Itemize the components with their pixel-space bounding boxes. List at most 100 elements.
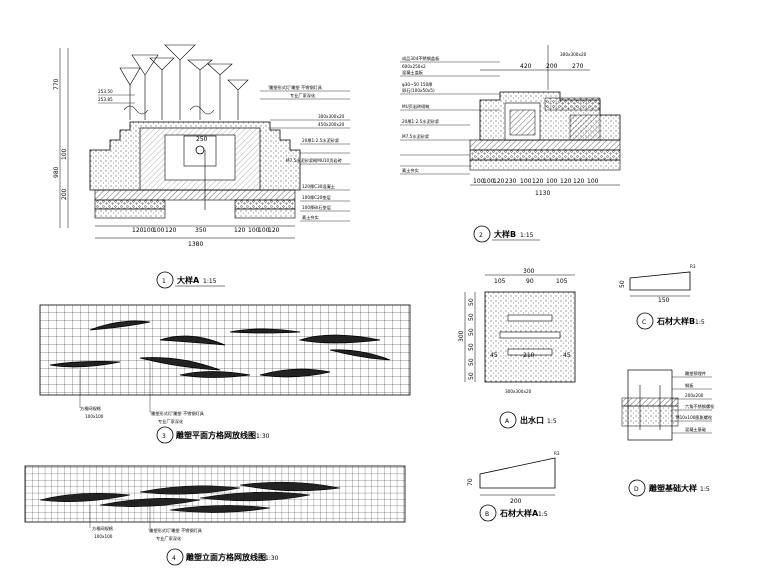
stone-detail-c: 150 50 R3 C 石材大样B 1:5 [619, 264, 705, 330]
drawing-text: 雕塑基础大样 [649, 483, 697, 493]
drawing-text: 1:30 [265, 555, 279, 562]
drawing-text: 专业厂家深化 [156, 535, 182, 542]
drawing-text: 50 [468, 358, 475, 366]
drawing-text: 2 [479, 232, 483, 239]
level-label: 253.50 [98, 89, 113, 94]
width-dim: 100 [143, 227, 155, 234]
drawing-text: '雕塑形式灯'雕塑 不锈钢灯具 [148, 527, 203, 534]
foundation-detail-d: 雕塑预埋件 钢板 200x200 六角不锈钢螺栓 M10x100膨胀螺栓 混凝土… [621, 369, 715, 497]
level-label: 253.85 [98, 97, 113, 102]
drawing-text: 270 [572, 63, 584, 70]
drawing-text: 1:15 [520, 232, 534, 239]
drawing-text: 50 [468, 328, 475, 336]
width-dim: 120 [268, 227, 280, 234]
width-dim: 120 [165, 227, 177, 234]
width-dim: 100 [153, 227, 165, 234]
sculpture-lamps-icon [119, 44, 249, 120]
detail-b-title: 2 大样B 1:15 [473, 225, 540, 243]
annotation: '雕塑形式灯'雕塑 不锈钢灯具 [268, 84, 323, 91]
drawing-text: 4 [172, 555, 176, 562]
drawing-text: 1130 [535, 190, 550, 197]
drawing-text: 1:5 [700, 486, 710, 493]
drawing-text: 1:30 [256, 433, 270, 440]
inner-dim: 250 [196, 136, 208, 143]
drawing-text: 雕塑预埋件 [685, 370, 706, 377]
drawing-text: 90 [526, 278, 534, 285]
height-dim: 770 [53, 78, 60, 90]
width-dim: 350 [195, 227, 207, 234]
drawing-text: 石材大样B [656, 316, 695, 326]
drawing-text: C [642, 319, 646, 326]
drawing-text: '雕塑形式灯'雕塑 不锈钢灯具 [150, 410, 205, 417]
drawing-text: B [485, 511, 489, 518]
drawing-text: 1 [162, 278, 166, 285]
drawing-text: 100x100 [85, 414, 104, 419]
drawing-text: 45 [563, 352, 571, 359]
drawing-text: 100 [587, 178, 599, 185]
drawing-text: 1:5 [695, 319, 705, 326]
drawing-text: 1:15 [203, 278, 217, 285]
drawing-text: M7.5水泥砂浆 [402, 133, 430, 140]
annotation: M7.5水泥砂浆砌MU10页岩砖 [286, 157, 342, 164]
drawing-text: 70 [467, 478, 474, 486]
drawing-text: 100x100 [94, 534, 113, 539]
drawing-text: 方格网规格 [80, 405, 102, 412]
drawing-text: 50 [468, 313, 475, 321]
height-dim: 980 [53, 166, 60, 178]
detail-b-section: 420 200 270 300x300x20 成品304不锈钢盖板 600x25… [400, 45, 621, 243]
outlet-detail: 300 105 90 105 45 210 45 300 50 50 50 50… [458, 268, 576, 429]
drawing-text: 大样A [177, 275, 200, 285]
drawing-text: 20厚1:2.5水泥砂浆 [402, 118, 440, 125]
drawing-text: 石材大样A [499, 508, 539, 518]
drawing-text: 120 [560, 178, 572, 185]
drawing-text: 200 [510, 498, 522, 505]
width-dim: 120 [132, 227, 144, 234]
drawing-text: 210 [523, 352, 535, 359]
annotation: 专业厂家深化 [290, 92, 316, 99]
drawing-text: 230 [505, 178, 517, 185]
drawing-text: 105 [556, 278, 568, 285]
width-dim: 120 [234, 227, 246, 234]
drawing-text: φ30~50 150厚 [402, 82, 432, 88]
height-dim: 200 [61, 188, 68, 200]
drawing-text: 120 [573, 178, 585, 185]
drawing-text: R3 [690, 264, 696, 269]
drawing-text: 3 [162, 433, 166, 440]
drawing-text: 50 [619, 280, 626, 288]
annotation: 20厚1:2.5水泥砂浆 [302, 137, 340, 144]
drawing-text: 出水口 [520, 415, 544, 425]
detail-a-title: 1 大样A 1:15 [156, 271, 225, 289]
drawing-text: 150 [658, 297, 670, 304]
annotation: 120厚C30混凝土 [302, 183, 335, 190]
drawing-text: 300 [458, 330, 465, 342]
stone-detail-b: 200 70 R3 B 石材大样A 1:5 [467, 451, 560, 522]
drawing-text: 300 [523, 268, 535, 275]
total-width: 1380 [188, 241, 203, 248]
drawing-text: 专业厂家深化 [158, 418, 184, 425]
width-dim: 100 [258, 227, 270, 234]
drawing-text: R3 [554, 451, 560, 456]
drawing-text: 100 [520, 178, 532, 185]
drawing-text: 45 [490, 352, 498, 359]
drawing-text: 200x200 [685, 393, 704, 398]
plan-grid-drawing: 方格网规格 100x100 '雕塑形式灯'雕塑 不锈钢灯具 专业厂家深化 3 雕… [39, 304, 411, 444]
drawing-text: 600x250x2 [402, 64, 426, 69]
drawing-text: MU页岩砖砌筑 [402, 103, 430, 110]
drawing-text: 50 [468, 372, 475, 380]
drawing-text: 1:5 [547, 418, 557, 425]
annotation: 450x200x20 [318, 122, 345, 127]
outlet-title: A 出水口 1:5 [499, 411, 557, 429]
drawing-text: 200 [546, 63, 558, 70]
drawing-text: 120 [493, 178, 505, 185]
drawing-text: 六角不锈钢螺栓 [685, 403, 715, 410]
drawing-text: D [634, 486, 639, 493]
annotation: 素土夯实 [302, 214, 319, 221]
annotation: 300x300x20 [318, 114, 345, 119]
drawing-text: 素土夯实 [402, 167, 419, 174]
drawing-text: 卵石(100x50x5) [402, 87, 435, 94]
annotation: 100厚C20垫层 [302, 194, 331, 201]
annotation: 100厚碎石垫层 [302, 204, 331, 211]
drawing-text: 100 [483, 178, 495, 185]
drawing-text: 100 [473, 178, 485, 185]
